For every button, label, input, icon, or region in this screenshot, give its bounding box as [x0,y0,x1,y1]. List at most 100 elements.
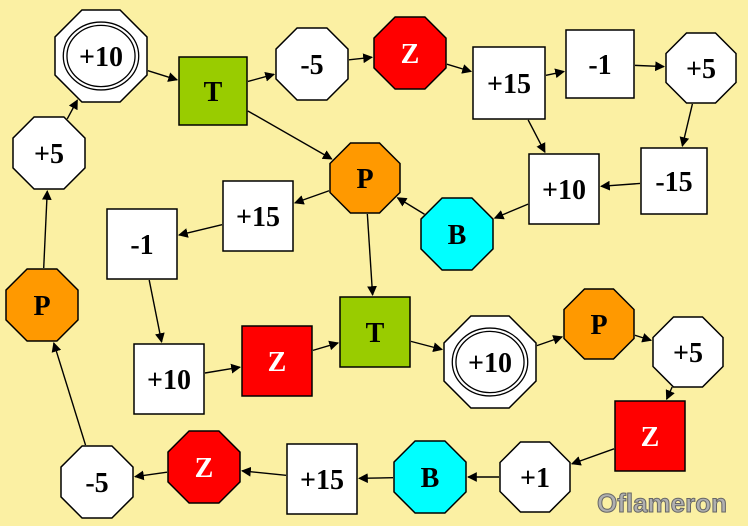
node-n6[interactable]: -1 [565,29,635,99]
node-n12[interactable]: +15 [222,180,294,252]
node-label: +15 [487,69,531,100]
node-n19[interactable]: +10 [133,343,205,415]
octagon-cell [373,16,447,90]
arrow-n7-to-n11 [679,103,694,148]
node-n23[interactable]: -5 [60,445,134,519]
node-label: B [448,220,467,251]
arrow-n9-to-n12 [293,190,330,205]
node-n2[interactable]: T [178,56,248,126]
arrow-n20-to-n16 [312,340,340,352]
arrow-n15-to-n8 [41,190,52,269]
arrow-n16-to-n17 [410,340,444,353]
node-label: Z [195,453,214,484]
node-label: P [356,164,373,195]
arrow-n5-to-n10 [527,119,546,154]
ring-outline [455,330,525,394]
node-n24[interactable]: Z [167,430,241,504]
arrow-n2-to-n3 [247,71,276,83]
node-n27[interactable]: +1 [499,441,571,513]
arrow-n14-to-n19 [148,279,165,343]
octagon-cell [393,440,467,514]
node-label: +5 [34,139,64,170]
node-n5[interactable]: +15 [472,46,546,120]
octagon-cell [563,288,635,360]
arrow-n1-to-n2 [147,70,179,82]
square-cell [133,343,205,415]
arrow-n22-to-n27 [570,448,615,466]
arrow-n4-to-n5 [446,63,473,74]
node-n3[interactable]: -5 [275,27,349,101]
node-label: T [366,318,385,349]
arrow-n23-to-n15 [51,341,87,446]
node-n4[interactable]: Z [373,16,447,90]
arrow-n25-to-n24 [241,466,287,477]
square-cell [286,443,358,515]
node-n21[interactable]: +5 [652,316,724,388]
node-n9[interactable]: P [329,142,401,214]
node-label: +15 [236,202,280,233]
node-label: +10 [542,175,586,206]
ring-outline [451,327,529,397]
arrow-n19-to-n20 [204,363,241,374]
node-n10[interactable]: +10 [528,153,600,225]
arrow-n9-to-n16 [366,213,377,296]
arrow-n10-to-n13 [493,203,529,220]
octagon-cell [275,27,349,101]
node-n18[interactable]: P [563,288,635,360]
square-cell [339,296,411,368]
square-cell [640,147,708,215]
node-n11[interactable]: -15 [640,147,708,215]
octagon-cell [329,142,401,214]
arrow-n26-to-n25 [358,473,394,484]
node-label: P [590,310,607,341]
node-label: +10 [79,42,123,73]
node-label: Z [268,347,287,378]
node-label: Z [401,39,420,70]
node-label: +10 [468,348,512,379]
arrow-n11-to-n10 [600,180,641,191]
node-label: +5 [673,338,703,369]
node-label: P [33,291,50,322]
edges-layer [41,53,694,484]
square-cell [106,208,178,280]
node-n7[interactable]: +5 [665,32,737,104]
arrow-n21-to-n22 [665,386,675,401]
arrow-n8-to-n1 [66,99,78,120]
node-n14[interactable]: -1 [106,208,178,280]
square-cell [178,56,248,126]
node-n15[interactable]: P [5,268,79,342]
octagon-cell [60,445,134,519]
node-label: -15 [655,167,692,198]
square-cell [241,325,313,397]
node-n20[interactable]: Z [241,325,313,397]
square-cell [565,29,635,99]
node-n16[interactable]: T [339,296,411,368]
node-n13[interactable]: B [420,197,494,271]
node-n22[interactable]: Z [614,400,686,472]
octagon-cell [5,268,79,342]
octagon-cell [499,441,571,513]
arrow-n6-to-n7 [634,61,665,72]
node-label: B [421,463,440,494]
node-n26[interactable]: B [393,440,467,514]
node-label: +1 [520,463,550,494]
node-label: -1 [588,50,611,81]
arrow-n3-to-n4 [348,53,373,64]
ring-outline [66,24,136,88]
node-n25[interactable]: +15 [286,443,358,515]
node-label: +15 [300,465,344,496]
octagon-cell [167,430,241,504]
arrow-n18-to-n21 [634,333,653,343]
arrow-n13-to-n9 [396,197,425,215]
brand-logo: Oflameron [597,488,727,518]
node-label: -1 [130,230,153,261]
arrow-n17-to-n18 [536,335,564,347]
node-label: +5 [686,54,716,85]
node-label: -5 [300,50,323,81]
node-n1[interactable]: +10 [54,9,148,103]
node-label: -5 [85,468,108,499]
square-cell [528,153,600,225]
node-n8[interactable]: +5 [12,116,86,190]
node-n17[interactable]: +10 [443,315,537,409]
